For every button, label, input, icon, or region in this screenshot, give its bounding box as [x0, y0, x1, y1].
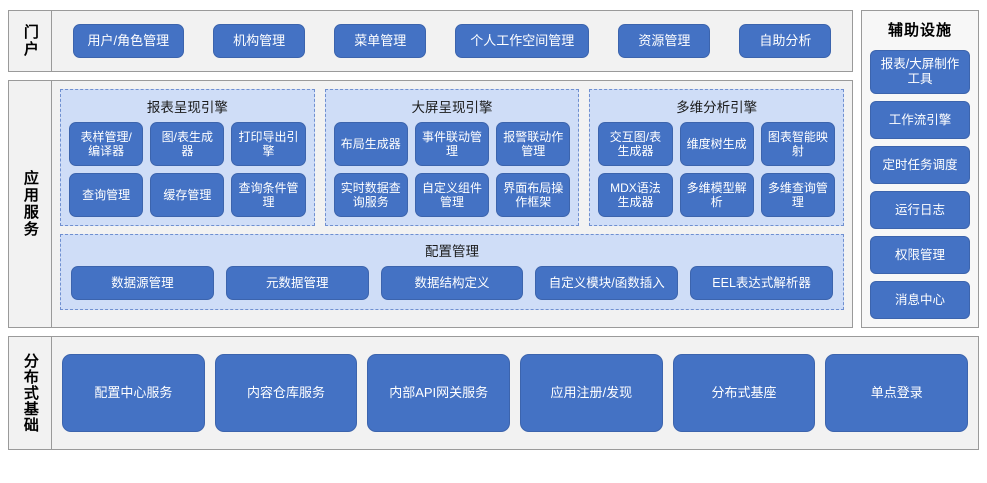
distributed-item-api-gateway[interactable]: 内部API网关服务	[367, 354, 511, 432]
olap-engine-item-smart-chart-mapping[interactable]: 图表智能映射	[760, 122, 836, 166]
report-engine-item-query-condition[interactable]: 查询条件管理	[231, 173, 306, 217]
panel-title-olap-engine: 多维分析引擎	[676, 100, 758, 115]
panel-grid-report-engine: 表样管理/编译器 图/表生成器 打印导出引擎 查询管理 缓存管理 查询条件管理	[69, 122, 306, 217]
distributed-infrastructure-band-label: 分布式基础	[9, 337, 52, 449]
panel-config-management: 配置管理 数据源管理 元数据管理 数据结构定义 自定义模块/函数插入 EEL表达…	[60, 234, 844, 310]
olap-engine-item-model-parser[interactable]: 多维模型解析	[679, 173, 754, 217]
bigscreen-engine-item-realtime-query[interactable]: 实时数据查询服务	[333, 173, 408, 217]
aux-facilities-title: 辅助设施	[887, 22, 952, 39]
config-item-metadata[interactable]: 元数据管理	[225, 266, 369, 300]
panel-title-bigscreen-engine: 大屏呈现引擎	[411, 100, 493, 115]
distributed-button-row: 配置中心服务 内容仓库服务 内部API网关服务 应用注册/发现 分布式基座 单点…	[52, 337, 978, 449]
distributed-item-app-registry[interactable]: 应用注册/发现	[520, 354, 663, 432]
aux-item-workflow-engine[interactable]: 工作流引擎	[870, 101, 970, 139]
config-button-row: 数据源管理 元数据管理 数据结构定义 自定义模块/函数插入 EEL表达式解析器	[71, 266, 833, 300]
portal-band: 门户 用户/角色管理 机构管理 菜单管理 个人工作空间管理 资源管理 自助分析	[8, 10, 853, 72]
portal-item-workspace[interactable]: 个人工作空间管理	[455, 24, 590, 58]
aux-facilities-sidebar: 辅助设施 报表/大屏制作工具 工作流引擎 定时任务调度 运行日志 权限管理 消息…	[861, 10, 979, 328]
panel-report-engine: 报表呈现引擎 表样管理/编译器 图/表生成器 打印导出引擎 查询管理 缓存管理 …	[60, 89, 315, 226]
panel-olap-engine: 多维分析引擎 交互图/表生成器 维度树生成 图表智能映射 MDX语法生成器 多维…	[589, 89, 845, 226]
report-engine-item-template-compiler[interactable]: 表样管理/编译器	[69, 122, 144, 166]
distributed-item-distributed-base[interactable]: 分布式基座	[672, 354, 816, 432]
panel-title-config-management: 配置管理	[425, 244, 479, 259]
aux-item-report-bigscreen-tool[interactable]: 报表/大屏制作工具	[870, 50, 970, 94]
application-services-band-label: 应用服务	[9, 81, 52, 327]
olap-engine-item-interactive-chart-generator[interactable]: 交互图/表生成器	[598, 122, 673, 166]
portal-item-resource[interactable]: 资源管理	[618, 24, 711, 58]
olap-engine-item-mdx-generator[interactable]: MDX语法生成器	[598, 173, 673, 217]
aux-item-scheduled-task[interactable]: 定时任务调度	[870, 146, 970, 184]
olap-engine-item-dimension-tree[interactable]: 维度树生成	[679, 122, 754, 166]
portal-item-user-role[interactable]: 用户/角色管理	[72, 24, 185, 58]
panel-grid-bigscreen-engine: 布局生成器 事件联动管理 报警联动作管理 实时数据查询服务 自定义组件管理 界面…	[333, 122, 571, 217]
bigscreen-engine-item-event-linkage[interactable]: 事件联动管理	[414, 122, 490, 166]
bigscreen-engine-item-custom-component[interactable]: 自定义组件管理	[414, 173, 490, 217]
portal-button-row: 用户/角色管理 机构管理 菜单管理 个人工作空间管理 资源管理 自助分析	[52, 11, 852, 71]
portal-item-org[interactable]: 机构管理	[213, 24, 306, 58]
bigscreen-engine-item-ui-layout-framework[interactable]: 界面布局操作框架	[496, 173, 571, 217]
report-engine-item-cache-management[interactable]: 缓存管理	[150, 173, 225, 217]
bigscreen-engine-item-layout-generator[interactable]: 布局生成器	[333, 122, 408, 166]
aux-item-permission-management[interactable]: 权限管理	[870, 236, 970, 274]
aux-item-runtime-log[interactable]: 运行日志	[870, 191, 970, 229]
config-item-custom-module[interactable]: 自定义模块/函数插入	[535, 266, 679, 300]
distributed-infrastructure-band: 分布式基础 配置中心服务 内容仓库服务 内部API网关服务 应用注册/发现 分布…	[8, 336, 979, 450]
distributed-item-config-center[interactable]: 配置中心服务	[62, 354, 205, 432]
upper-section: 门户 用户/角色管理 机构管理 菜单管理 个人工作空间管理 资源管理 自助分析 …	[8, 10, 979, 328]
portal-item-self-analysis[interactable]: 自助分析	[739, 24, 832, 58]
panel-title-report-engine: 报表呈现引擎	[146, 100, 228, 115]
config-item-eel-parser[interactable]: EEL表达式解析器	[690, 266, 833, 300]
portal-band-label: 门户	[9, 11, 52, 71]
portal-item-menu[interactable]: 菜单管理	[334, 24, 427, 58]
application-services-body: 报表呈现引擎 表样管理/编译器 图/表生成器 打印导出引擎 查询管理 缓存管理 …	[52, 81, 852, 327]
main-column: 门户 用户/角色管理 机构管理 菜单管理 个人工作空间管理 资源管理 自助分析 …	[8, 10, 853, 328]
report-engine-item-print-export[interactable]: 打印导出引擎	[231, 122, 306, 166]
report-engine-item-chart-generator[interactable]: 图/表生成器	[150, 122, 225, 166]
report-engine-item-query-management[interactable]: 查询管理	[69, 173, 144, 217]
bigscreen-engine-item-alarm-action[interactable]: 报警联动作管理	[496, 122, 571, 166]
panel-grid-olap-engine: 交互图/表生成器 维度树生成 图表智能映射 MDX语法生成器 多维模型解析 多维…	[598, 122, 836, 217]
distributed-item-content-repository[interactable]: 内容仓库服务	[214, 354, 358, 432]
distributed-item-sso[interactable]: 单点登录	[825, 354, 969, 432]
panel-bigscreen-engine: 大屏呈现引擎 布局生成器 事件联动管理 报警联动作管理 实时数据查询服务 自定义…	[324, 89, 580, 226]
engines-row: 报表呈现引擎 表样管理/编译器 图/表生成器 打印导出引擎 查询管理 缓存管理 …	[60, 89, 845, 226]
olap-engine-item-query-management[interactable]: 多维查询管理	[760, 173, 836, 217]
application-services-band: 应用服务 报表呈现引擎 表样管理/编译器 图/表生成器 打印导出引擎 查询管理 …	[8, 80, 853, 328]
config-item-data-structure[interactable]: 数据结构定义	[380, 266, 524, 300]
config-item-datasource[interactable]: 数据源管理	[71, 266, 214, 300]
aux-item-message-center[interactable]: 消息中心	[870, 281, 970, 319]
